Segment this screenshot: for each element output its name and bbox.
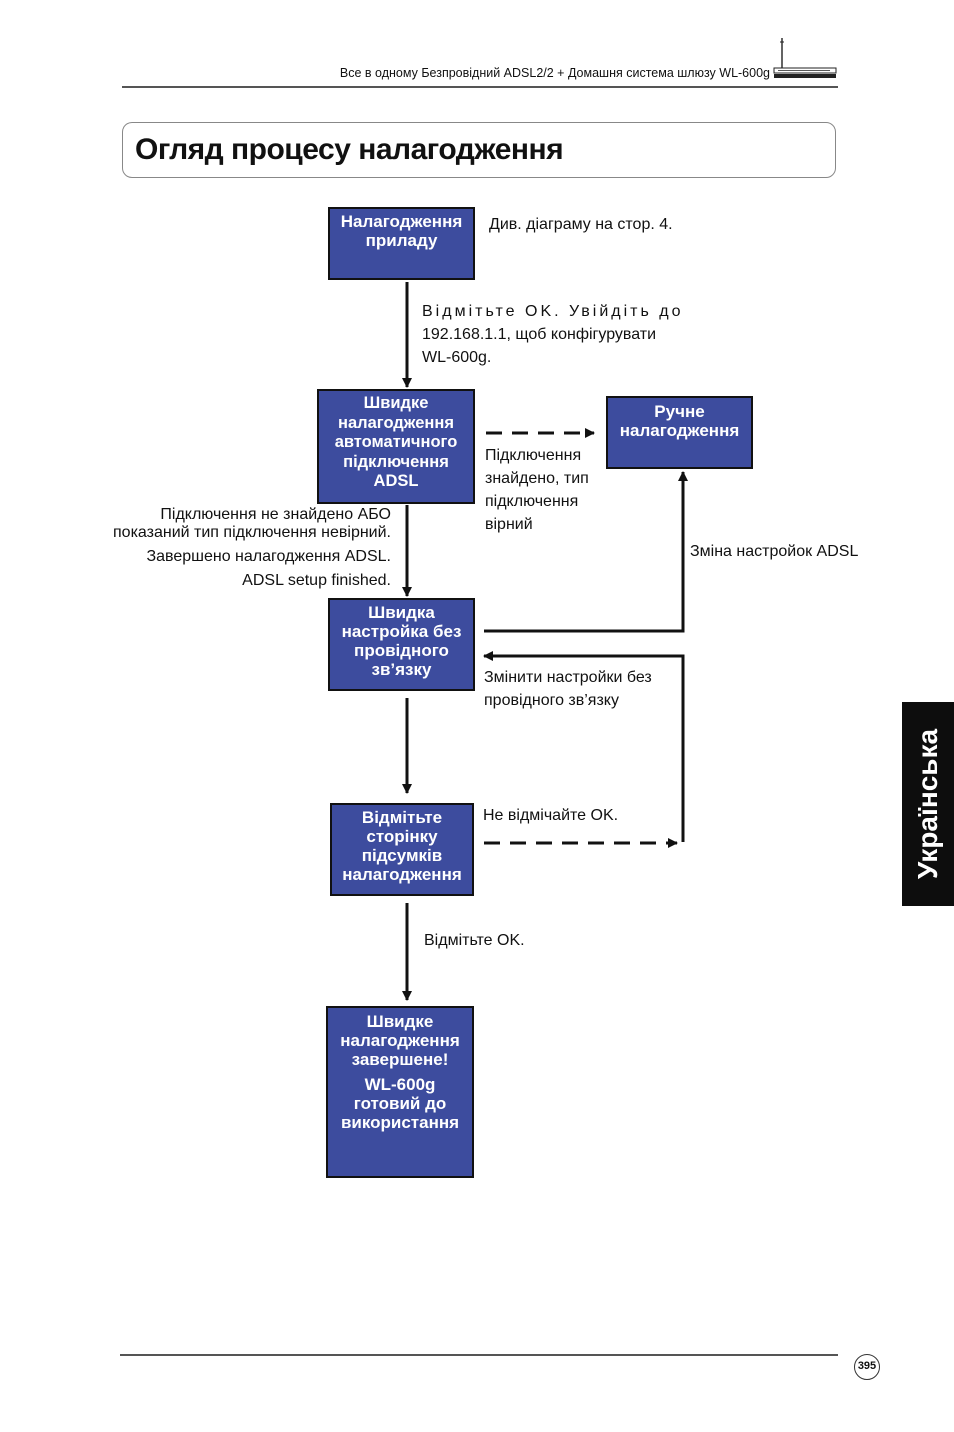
page-title: Огляд процесу налагодження <box>135 133 564 166</box>
box-line: готовий до <box>353 1094 447 1113</box>
box-device-setup: Налагодження приладу <box>328 207 475 280</box>
arrow-summary-back-to-wireless <box>483 651 685 842</box>
box-line: Ручне <box>654 402 705 421</box>
running-header: Все в одному Безпровідний ADSL2/2 + Дома… <box>339 66 770 80</box>
box-line: Відмітьте <box>361 808 443 827</box>
note-line: провідного зв’язку <box>484 692 619 709</box>
note-change-adsl: Зміна настройок ADSL <box>690 543 859 560</box>
box-line: WL-600g <box>364 1075 436 1094</box>
footer-rule <box>120 1354 838 1356</box>
language-tab-label: Українська <box>912 728 943 880</box>
box-line: настройка без <box>341 622 462 641</box>
box-summary: Відмітьте сторінку підсумків налагодженн… <box>330 803 474 896</box>
box-line: завершене! <box>351 1050 449 1069</box>
box-line: Налагодження <box>340 212 463 231</box>
box-line: Швидке <box>366 1012 434 1031</box>
note-connection-found: Підключення знайдено, тип підключення ві… <box>485 444 589 536</box>
box-line: використання <box>340 1113 460 1132</box>
box-line: налагодження <box>340 1031 460 1050</box>
note-line: Підключення <box>485 447 582 464</box>
box-line: підсумків <box>361 846 443 865</box>
note-line: вірний <box>485 516 533 533</box>
box-quick-adsl: Швидке налагодження автоматичного підклю… <box>317 389 475 504</box>
note-line: Відмітьте OK. Увійдіть до <box>422 303 684 320</box>
box-wireless-setup: Швидка настройка без провідного зв’язку <box>328 598 475 691</box>
note-see-diagram: Див. діаграму на стор. 4. <box>489 216 673 233</box>
box-line: приладу <box>365 231 438 250</box>
box-line: налагодження <box>619 421 740 440</box>
box-line: автоматичного <box>334 433 458 451</box>
note-adsl-done-en: ADSL setup finished. <box>242 572 391 589</box>
note-click-ok: Відмітьте OK. <box>424 932 525 949</box>
note-click-ok-login: Відмітьте OK. Увійдіть до 192.168.1.1, щ… <box>422 300 692 369</box>
note-line: 192.168.1.1, щоб конфігурувати <box>422 326 657 343</box>
box-line: провідного <box>354 641 449 660</box>
note-line: підключення <box>485 493 579 510</box>
language-tab: Українська <box>902 702 954 906</box>
box-line: ADSL <box>373 472 419 490</box>
page-number: 395 <box>854 1354 880 1380</box>
note-line: Змінити настройки без <box>484 669 652 686</box>
note-not-found: Підключення не знайдено АБО показаний ти… <box>80 506 391 542</box>
box-line: налагодження <box>337 413 454 432</box>
note-line: знайдено, тип <box>485 470 589 487</box>
box-line: зв’язку <box>371 660 432 679</box>
box-finished: Швидке налагодження завершене! WL-600g г… <box>326 1006 474 1178</box>
box-manual-setup: Ручне налагодження <box>606 396 753 469</box>
note-line: показаний тип підключення невірний. <box>113 524 391 541</box>
box-line: Швидка <box>368 603 435 622</box>
box-line: Швидке <box>363 394 429 412</box>
box-line: сторінку <box>366 827 438 846</box>
arrow-wireless-to-manual <box>484 471 688 633</box>
box-line: підключення <box>343 452 449 471</box>
note-adsl-done-ua: Завершено налагодження ADSL. <box>146 548 391 565</box>
note-dont-click-ok: Не відмічайте OK. <box>483 807 619 824</box>
header-rule <box>122 86 838 88</box>
router-icon <box>770 38 838 87</box>
note-change-wireless: Змінити настройки без провідного зв’язку <box>484 666 652 712</box>
box-line: налагодження <box>342 865 462 884</box>
title-box: Огляд процесу налагодження <box>122 122 836 178</box>
note-line: Підключення не знайдено АБО <box>160 506 391 523</box>
note-line: WL-600g. <box>422 349 492 366</box>
